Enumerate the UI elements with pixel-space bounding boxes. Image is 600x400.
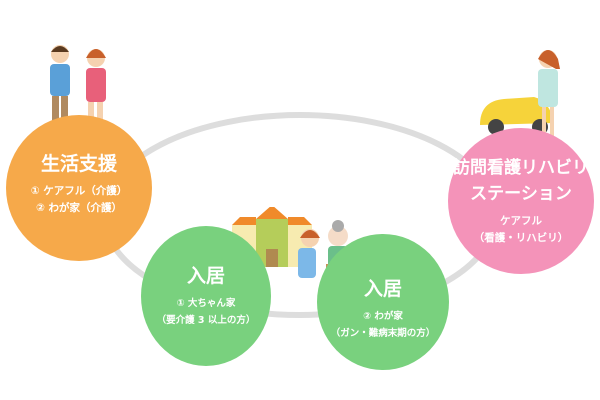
node-line: （ガン・難病末期の方） (330, 328, 436, 339)
node-line: ① ケアフル（介護） (30, 185, 128, 197)
node-life-support: 生活支援 ① ケアフル（介護） ② わが家（介護） (6, 115, 152, 261)
node-title-2: ステーション (470, 184, 572, 204)
node-line: ケアフル (500, 215, 542, 227)
node-residence-1: 入居 ① 大ちゃん家 （要介護 3 以上の方） (141, 226, 271, 366)
node-title: 生活支援 (40, 153, 117, 175)
node-title: 訪問看護リハビリ (453, 158, 589, 178)
node-line: ② わが家 (363, 311, 403, 322)
node-line: ① 大ちゃん家 (176, 298, 236, 309)
node-visiting-nursing: 訪問看護リハビリ ステーション ケアフル （看護・リハビリ） (448, 128, 594, 274)
node-line: ② わが家（介護） (35, 202, 123, 214)
node-line: （要介護 3 以上の方） (156, 315, 256, 326)
node-title: 入居 (363, 278, 402, 300)
car-nurse-illustration (480, 50, 560, 137)
node-title: 入居 (186, 265, 225, 287)
node-line: （看護・リハビリ） (473, 232, 569, 244)
node-residence-2: 入居 ② わが家 （ガン・難病末期の方） (317, 234, 449, 370)
